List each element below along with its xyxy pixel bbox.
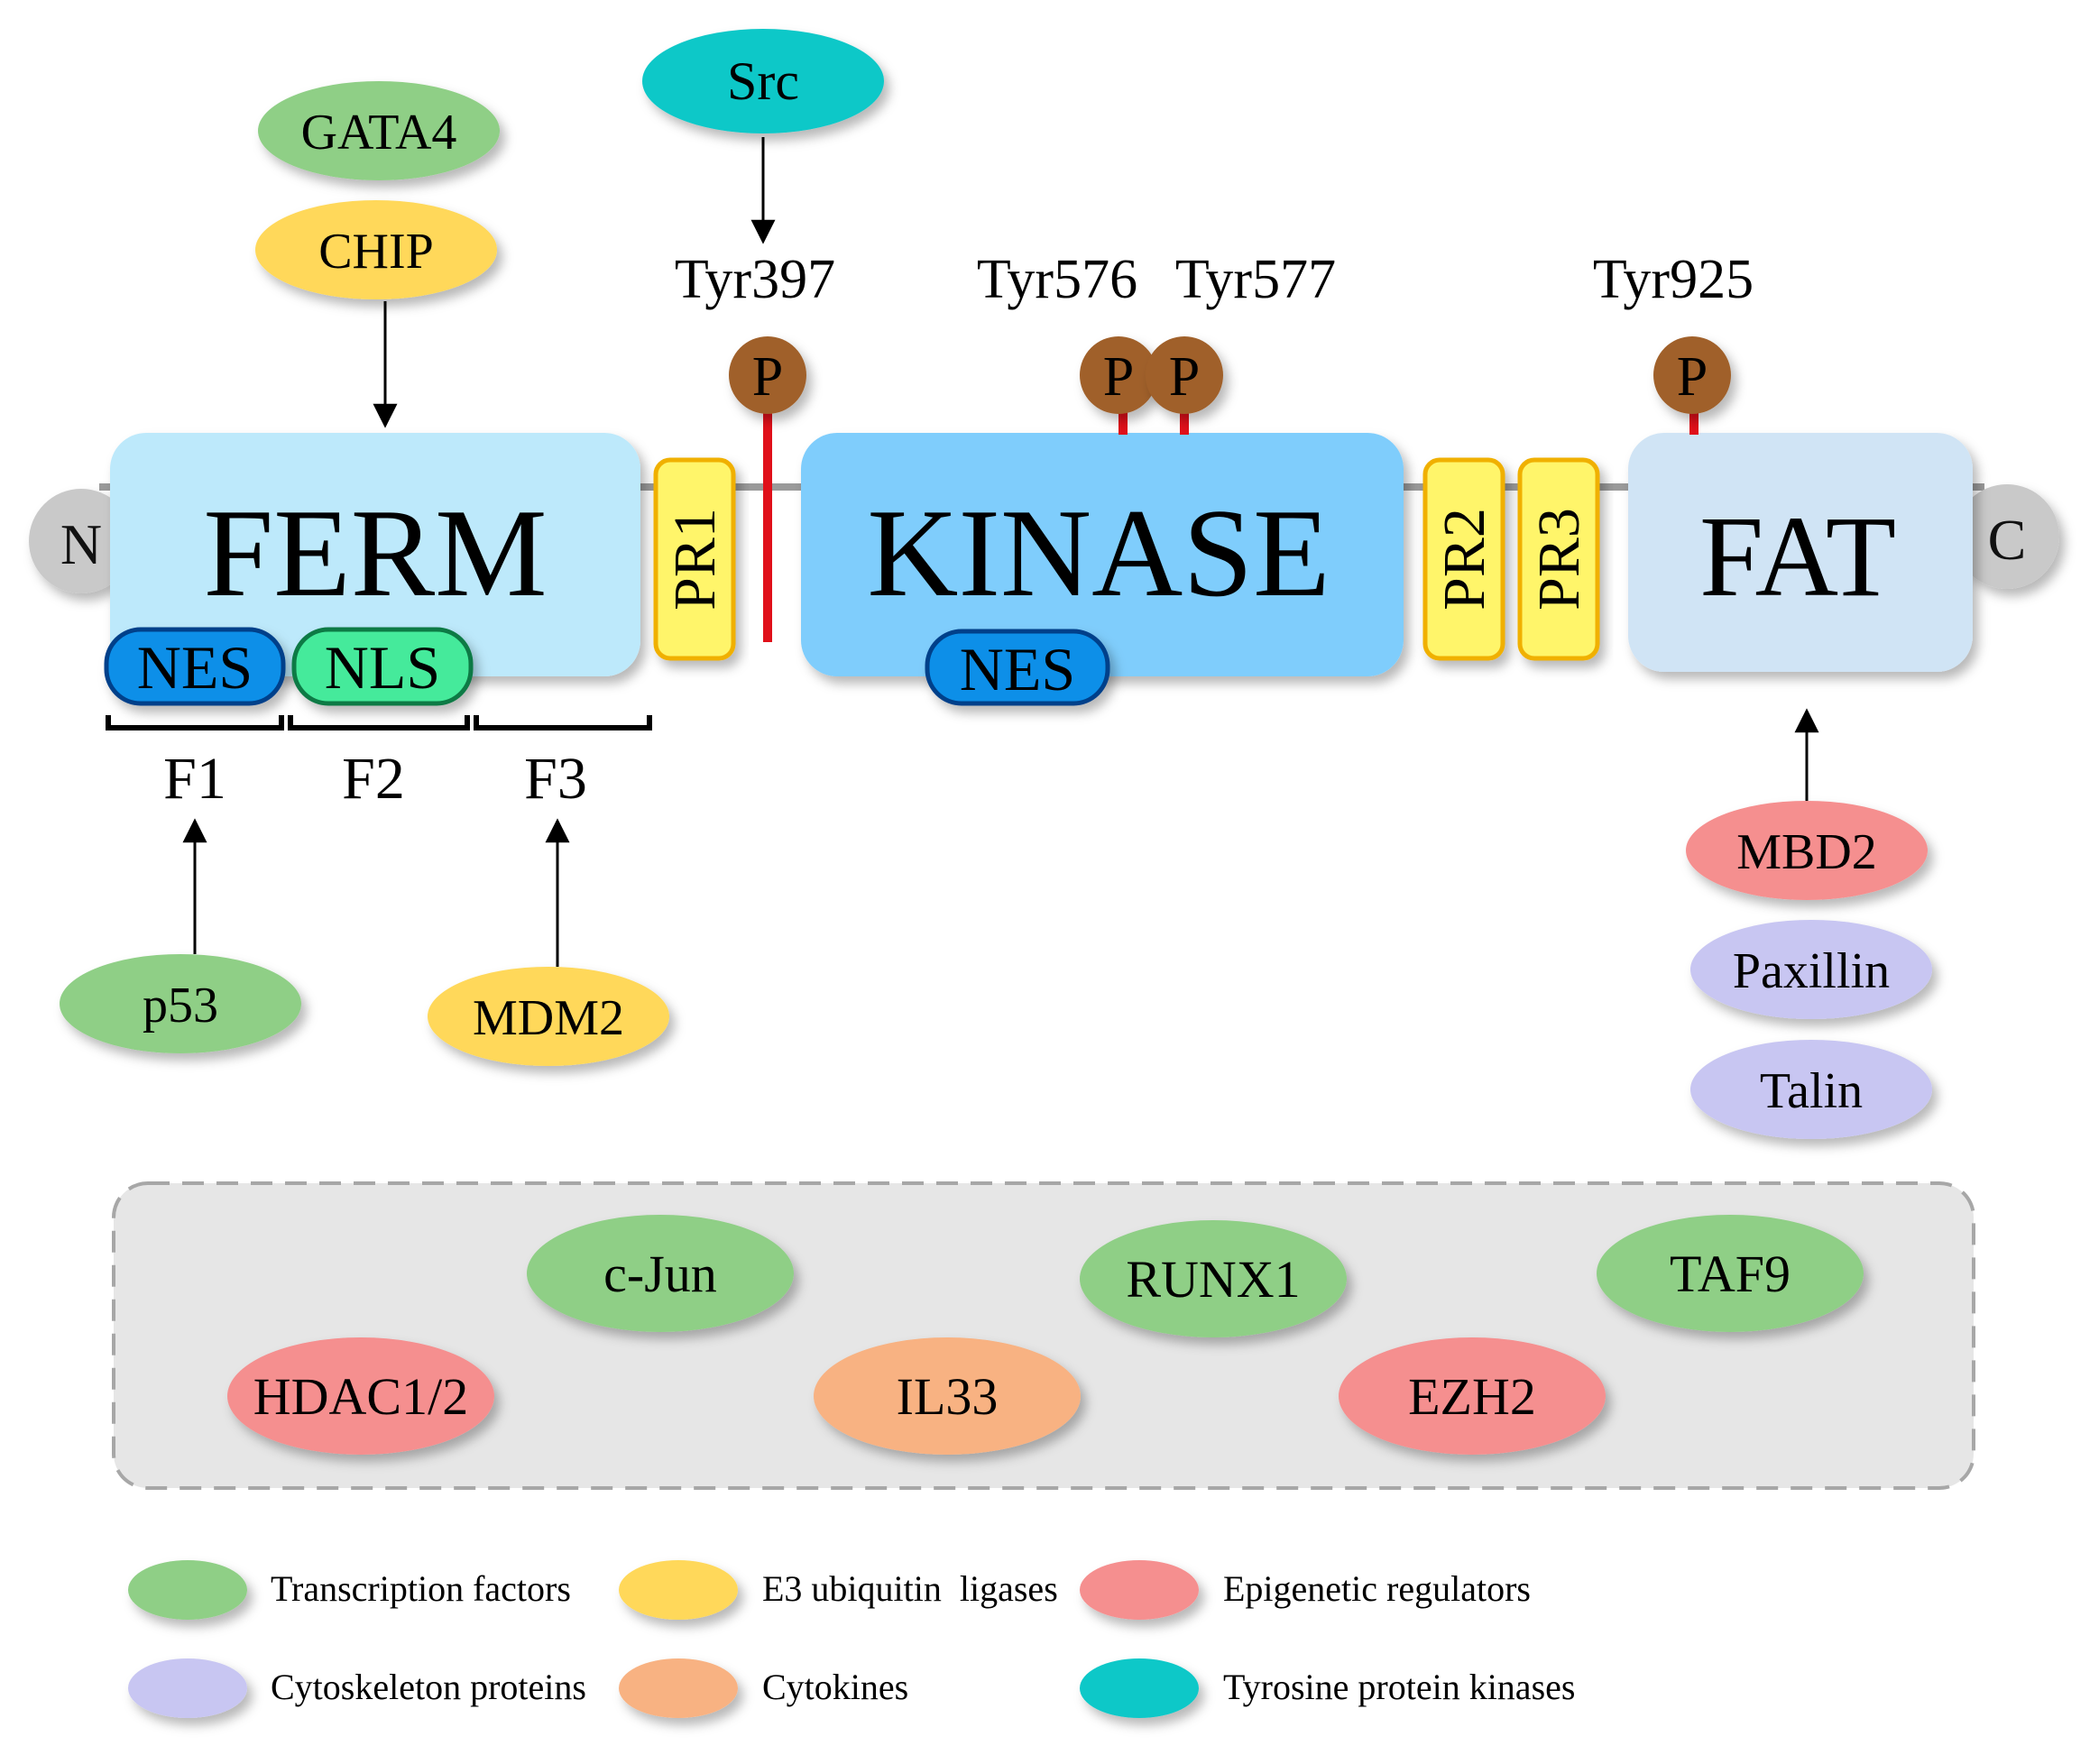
tyr925-label: Tyr925 bbox=[1593, 249, 1754, 310]
phospho-tyr577-label: P bbox=[1169, 346, 1200, 408]
f3-label: F3 bbox=[524, 746, 587, 812]
tyr576-label: Tyr576 bbox=[977, 249, 1137, 310]
gata4-ellipse bbox=[258, 81, 500, 180]
paxillin-ellipse bbox=[1690, 920, 1932, 1019]
ferm-domain bbox=[110, 433, 640, 676]
src-label: Src bbox=[727, 51, 799, 111]
legend-label: E3 ubiquitin ligases bbox=[762, 1568, 1058, 1609]
phospho-tyr925 bbox=[1653, 336, 1731, 414]
nes-ferm-label: NES bbox=[137, 633, 253, 702]
legend-swatch bbox=[128, 1560, 247, 1620]
il33-label: IL33 bbox=[897, 1367, 999, 1426]
f2-bracket bbox=[288, 715, 470, 730]
kinase-domain bbox=[801, 433, 1404, 676]
p53-label: p53 bbox=[143, 978, 218, 1034]
chip-label: CHIP bbox=[318, 224, 434, 280]
legend: Transcription factors E3 ubiquitin ligas… bbox=[128, 1560, 1575, 1718]
mbd2-ellipse bbox=[1686, 801, 1928, 900]
c-terminus-label: C bbox=[1988, 508, 2027, 572]
pr3-label: PR3 bbox=[1526, 508, 1592, 611]
phospho-tyr577 bbox=[1146, 336, 1223, 414]
legend-label: Cytokines bbox=[762, 1667, 908, 1707]
talin-label: Talin bbox=[1760, 1063, 1863, 1119]
pr2-label: PR2 bbox=[1432, 508, 1497, 611]
ferm-label: FERM bbox=[203, 483, 547, 623]
phospho-tyr397-label: P bbox=[752, 346, 783, 408]
paxillin-label: Paxillin bbox=[1733, 943, 1890, 999]
pr1-label: PR1 bbox=[662, 508, 728, 611]
phospho-tyr576 bbox=[1080, 336, 1157, 414]
taf9-label: TAF9 bbox=[1670, 1245, 1791, 1303]
legend-swatch bbox=[619, 1658, 738, 1718]
runx1-label: RUNX1 bbox=[1126, 1250, 1300, 1309]
pr3-domain bbox=[1517, 457, 1600, 661]
legend-swatch bbox=[619, 1560, 738, 1620]
talin-ellipse bbox=[1690, 1040, 1932, 1139]
phospho-tyr576-label: P bbox=[1103, 346, 1134, 408]
cjun-ellipse bbox=[527, 1215, 794, 1332]
hdac-label: HDAC1/2 bbox=[253, 1367, 468, 1426]
f1-label: F1 bbox=[163, 746, 226, 812]
ezh2-label: EZH2 bbox=[1408, 1367, 1536, 1426]
gata4-label: GATA4 bbox=[301, 105, 457, 161]
n-terminus-label: N bbox=[60, 512, 102, 576]
nes-kinase-label: NES bbox=[960, 635, 1075, 703]
legend-swatch bbox=[1080, 1658, 1199, 1718]
legend-swatch bbox=[1080, 1560, 1199, 1620]
nls-pill bbox=[291, 627, 474, 706]
nes-ferm-pill bbox=[104, 627, 286, 706]
p53-ellipse bbox=[60, 954, 301, 1053]
legend-swatch bbox=[128, 1658, 247, 1718]
phospho-tyr397 bbox=[729, 336, 806, 414]
f1-bracket bbox=[106, 715, 284, 730]
src-ellipse bbox=[642, 29, 884, 133]
phospho-tyr925-label: P bbox=[1677, 346, 1708, 408]
runx1-ellipse bbox=[1080, 1220, 1347, 1337]
tyr397-label: Tyr397 bbox=[675, 249, 835, 310]
mdm2-ellipse bbox=[428, 967, 669, 1066]
pr2-domain bbox=[1422, 457, 1505, 661]
taf9-ellipse bbox=[1597, 1215, 1864, 1332]
chip-ellipse bbox=[255, 200, 497, 299]
kinase-label: KINASE bbox=[867, 483, 1330, 623]
hdac-ellipse bbox=[227, 1337, 494, 1455]
f2-label: F2 bbox=[342, 746, 405, 812]
cjun-label: c-Jun bbox=[603, 1245, 717, 1303]
nes-kinase-pill bbox=[925, 629, 1110, 706]
legend-label: Cytoskeleton proteins bbox=[271, 1667, 586, 1707]
fat-label: FAT bbox=[1699, 492, 1896, 620]
legend-label: Epigenetic regulators bbox=[1223, 1568, 1531, 1609]
f3-bracket bbox=[474, 715, 652, 730]
mbd2-label: MBD2 bbox=[1736, 824, 1877, 880]
n-terminus bbox=[29, 489, 133, 593]
tyr577-label: Tyr577 bbox=[1175, 249, 1336, 310]
c-terminus bbox=[1955, 484, 2059, 589]
ezh2-ellipse bbox=[1339, 1337, 1606, 1455]
legend-label: Transcription factors bbox=[271, 1568, 571, 1609]
mdm2-label: MDM2 bbox=[473, 990, 624, 1046]
pr1-domain bbox=[653, 457, 736, 661]
fat-domain bbox=[1628, 433, 1973, 672]
il33-ellipse bbox=[814, 1337, 1081, 1455]
legend-label: Tyrosine protein kinases bbox=[1223, 1667, 1575, 1707]
nls-label: NLS bbox=[325, 633, 440, 702]
